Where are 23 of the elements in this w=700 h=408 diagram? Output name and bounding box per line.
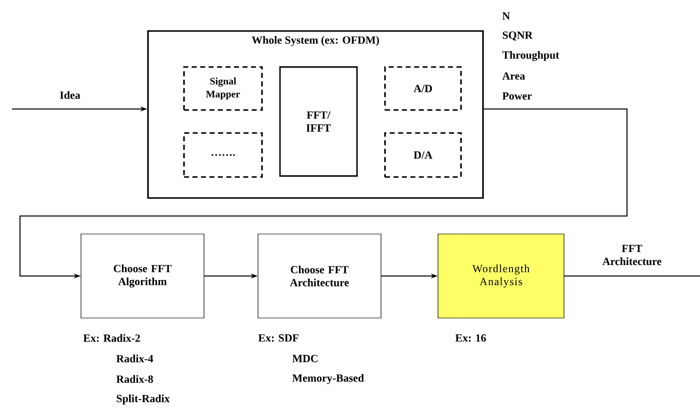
parameter-label: Area: [502, 72, 525, 80]
example-text: MDC: [292, 354, 318, 362]
process-box: Choose FFT Algorithm: [80, 234, 204, 318]
dashed-box: A/D: [384, 66, 462, 111]
process-box: Wordlength Analysis: [438, 234, 564, 318]
edge-label: FFT Architecture: [602, 244, 662, 266]
example-text: Radix-8: [116, 375, 153, 383]
example-text: Memory-Based: [292, 374, 364, 384]
process-box: Choose FFT Architecture: [258, 234, 382, 318]
dashed-box: Signal Mapper: [183, 66, 263, 111]
parameter-label: SQNR: [502, 32, 533, 41]
parameter-label: Power: [502, 92, 532, 100]
parameter-label: N: [502, 12, 510, 20]
example-text: Ex: Radix-2: [83, 334, 140, 342]
example-text: Ex: SDF: [258, 334, 298, 342]
parameter-label: Throughput: [502, 51, 560, 62]
edge-label: Idea: [60, 91, 80, 99]
example-text: Ex: 16: [455, 334, 486, 342]
dashed-box: D/A: [384, 132, 462, 178]
dashed-box: …….: [183, 132, 263, 178]
process-box: FFT/ IFFT: [279, 66, 358, 177]
example-text: Radix-4: [116, 354, 154, 362]
example-text: Split-Radix: [116, 394, 170, 404]
